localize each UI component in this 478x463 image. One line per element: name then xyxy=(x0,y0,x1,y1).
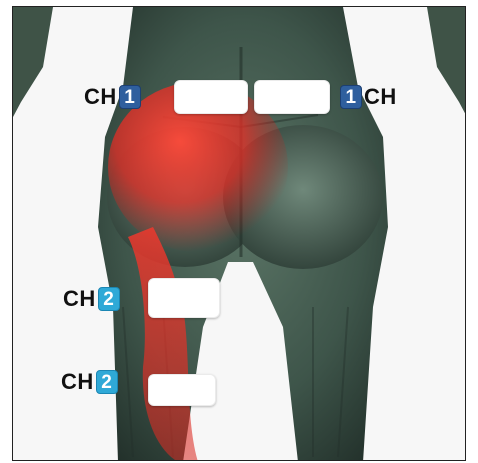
electrode-pad-ch1-right xyxy=(254,80,330,114)
channel-label-ch1-right: 1 CH xyxy=(340,85,397,109)
channel-text: CH xyxy=(61,371,94,393)
channel-badge: 1 xyxy=(340,85,362,109)
channel-badge: 1 xyxy=(119,85,141,109)
electrode-pad-ch2-lower xyxy=(148,374,216,406)
channel-text: CH xyxy=(84,86,117,108)
electrode-pad-ch1-left xyxy=(174,80,248,114)
left-arm xyxy=(13,7,53,117)
channel-label-ch1-left: CH 1 xyxy=(84,85,141,109)
channel-badge: 2 xyxy=(96,370,118,394)
channel-label-ch2-lower: CH 2 xyxy=(61,370,118,394)
channel-badge: 2 xyxy=(98,287,120,311)
illustration-frame: CH 1 1 CH CH 2 CH 2 xyxy=(12,6,466,461)
channel-text: CH xyxy=(63,288,96,310)
channel-label-ch2-upper: CH 2 xyxy=(63,287,120,311)
channel-text: CH xyxy=(364,86,397,108)
right-arm xyxy=(427,7,466,117)
electrode-pad-ch2-upper xyxy=(148,278,220,318)
